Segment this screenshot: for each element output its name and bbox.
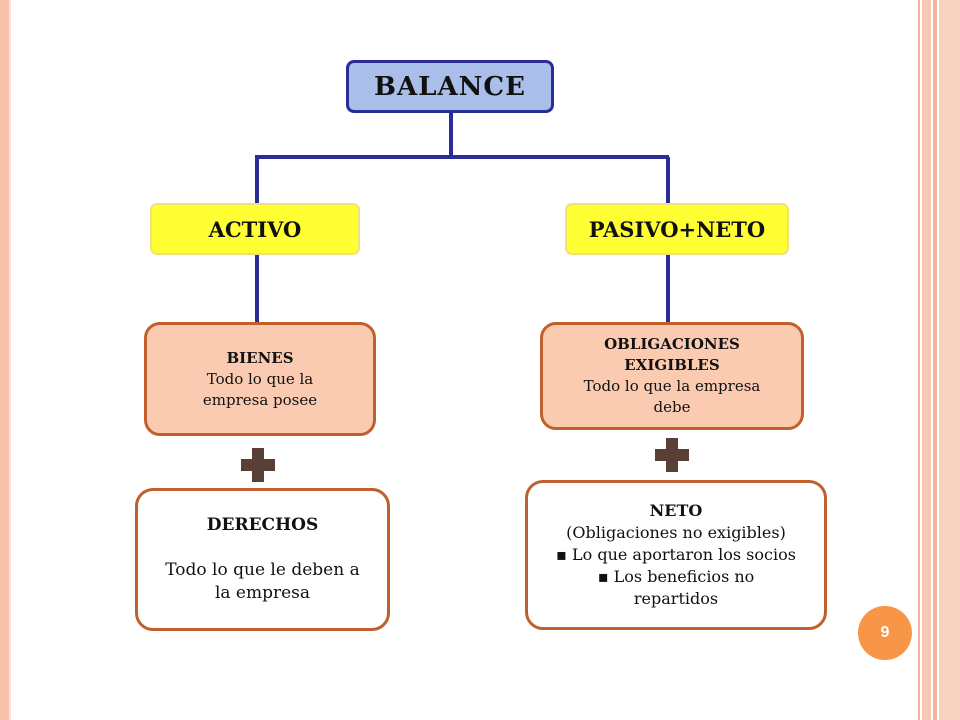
obligaciones-exigibles-node: OBLIGACIONES EXIGIBLES Todo lo que la em…	[540, 322, 804, 430]
balance-label: BALANCE	[374, 71, 526, 102]
neto-bullet-item: Los beneficios no	[598, 566, 755, 588]
activo-label: ACTIVO	[208, 216, 302, 242]
page-number-badge: 9	[858, 606, 912, 660]
bienes-title: BIENES	[226, 348, 294, 367]
slide-frame-left-inner	[9, 0, 11, 720]
slide-frame-right	[939, 0, 960, 720]
derechos-description-line: Todo lo que le deben a	[165, 560, 360, 580]
balance-node: BALANCE	[346, 60, 554, 113]
bienes-description-line: Todo lo que la	[206, 369, 314, 388]
obligaciones-title: EXIGIBLES	[624, 356, 720, 374]
slide-frame-right	[922, 0, 931, 720]
bienes-description-line: empresa posee	[202, 390, 318, 409]
page-number: 9	[880, 624, 890, 641]
pasivo-neto-node: PASIVO+NETO	[565, 203, 789, 255]
obligaciones-title: OBLIGACIONES	[604, 335, 740, 353]
obligaciones-description-line: debe	[653, 398, 691, 416]
slide-frame-left	[0, 0, 9, 720]
slide-frame-right	[933, 0, 937, 720]
derechos-title: DERECHOS	[206, 515, 319, 535]
neto-bullet-item-continuation: repartidos	[633, 589, 719, 608]
plus-icon	[241, 448, 275, 482]
neto-title: NETO	[649, 501, 703, 520]
plus-icon	[655, 438, 689, 472]
pasivo-neto-label: PASIVO+NETO	[588, 216, 766, 242]
derechos-description-line: la empresa	[214, 583, 311, 603]
bienes-node: BIENES Todo lo que la empresa posee	[144, 322, 376, 436]
neto-subtitle: (Obligaciones no exigibles)	[566, 523, 786, 542]
slide-frame-right	[918, 0, 920, 720]
obligaciones-description-line: Todo lo que la empresa	[583, 377, 761, 395]
activo-node: ACTIVO	[150, 203, 360, 255]
neto-node: NETO (Obligaciones no exigibles) Lo que …	[525, 480, 827, 630]
neto-bullet-item: Lo que aportaron los socios	[556, 544, 796, 566]
derechos-node: DERECHOS Todo lo que le deben a la empre…	[135, 488, 390, 631]
